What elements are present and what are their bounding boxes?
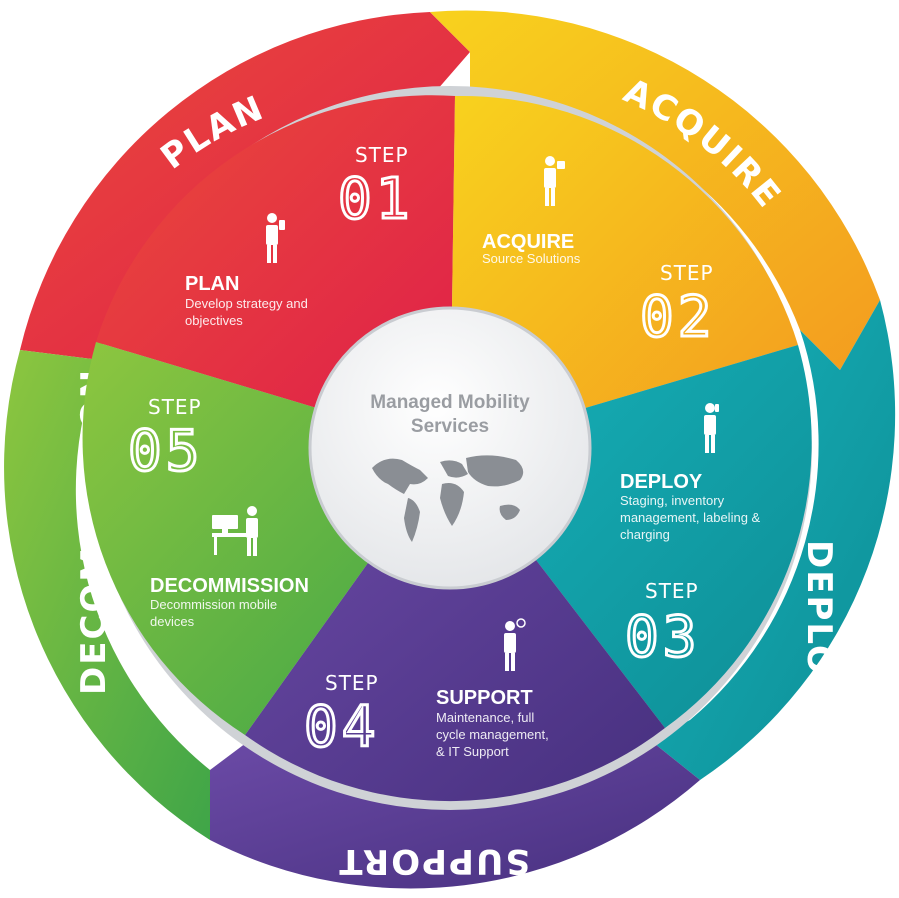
segment-desc-decommission-line1: Decommission mobile [150, 597, 277, 612]
step-word-05: STEP [148, 395, 202, 419]
person-at-desk-icon [212, 506, 258, 556]
segment-support [245, 448, 665, 802]
segment-desc-plan-line1: Develop strategy and [185, 296, 308, 311]
step-word-03: STEP [645, 579, 699, 603]
person-with-phone-icon [704, 403, 719, 453]
segment-title-deploy: DEPLOY [620, 471, 703, 493]
ring-label-deploy: DEPLOY [799, 540, 839, 701]
world-map-icon [372, 455, 524, 542]
segment-desc-deploy-line1: Staging, inventory [620, 493, 725, 508]
segment-desc-support-line1: Maintenance, full [436, 710, 534, 725]
step-number-01: 01 [338, 167, 413, 232]
segment-desc-support-line2: cycle management, [436, 727, 549, 742]
outer-arrow-support [210, 740, 700, 889]
segment-title-decommission: DECOMMISSION [150, 575, 309, 597]
person-with-idea-icon [504, 618, 526, 671]
step-number-03: 03 [625, 605, 700, 670]
step-word-04: STEP [325, 671, 379, 695]
step-word-02: STEP [660, 261, 714, 285]
segment-desc-acquire-line1: Source Solutions [482, 251, 581, 266]
segment-title-plan: PLAN [185, 273, 239, 295]
segment-title-support: SUPPORT [436, 687, 533, 709]
person-with-device-icon [544, 156, 565, 206]
step-word-01: STEP [355, 143, 409, 167]
person-with-device-icon [266, 213, 285, 263]
center-title-line1: Managed Mobility [370, 392, 530, 413]
outer-arrow-decommission [4, 350, 211, 840]
segment-title-acquire: ACQUIRE [482, 231, 574, 253]
segment-desc-support-line3: & IT Support [436, 744, 509, 759]
segment-desc-deploy-line2: management, labeling & [620, 510, 761, 525]
center-circle [308, 306, 592, 590]
ring-label-support: SUPPORT [337, 841, 530, 881]
segment-desc-decommission-line2: devices [150, 614, 195, 629]
segment-desc-deploy-line3: charging [620, 527, 670, 542]
outer-arrow-deploy [650, 300, 896, 780]
step-number-02: 02 [640, 285, 715, 350]
step-number-04: 04 [304, 695, 379, 760]
step-number-05: 05 [128, 419, 203, 484]
center-title-line2: Services [411, 416, 489, 437]
segment-desc-plan-line2: objectives [185, 313, 243, 328]
